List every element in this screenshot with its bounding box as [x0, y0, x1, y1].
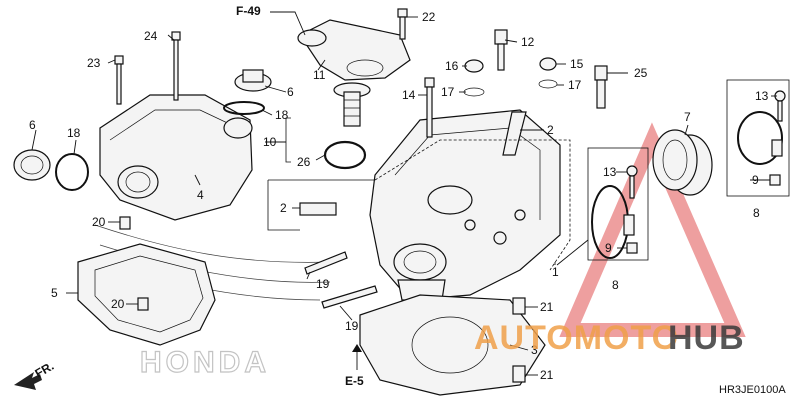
watermark-triangle: [559, 122, 746, 337]
nut-15: [539, 57, 557, 71]
clamp-band-8-right: [737, 111, 783, 165]
callout-18-left: 18: [67, 126, 81, 140]
callout-15: 15: [570, 57, 584, 71]
watermark-text-automoto: AUTOMOTO: [474, 319, 679, 357]
callout-13-right: 13: [755, 89, 769, 103]
dowel-21-upper: [512, 297, 526, 315]
callout-5: 5: [51, 286, 58, 300]
watermark: AUTOMOTO HUB: [474, 319, 745, 357]
front-direction-arrow: [14, 372, 42, 390]
stud-19-lower: [321, 285, 378, 309]
gasket-26: [323, 140, 367, 170]
callout-6-top: 6: [287, 85, 294, 99]
callout-19-upper: 19: [316, 277, 330, 291]
diagram-code: HR3JE0100A: [719, 384, 786, 396]
nut-16: [464, 59, 484, 73]
screw-13-right: [774, 90, 786, 122]
honda-logo-text: HONDA: [140, 346, 270, 379]
callout-2-left: 2: [280, 201, 287, 215]
bracket-10: [285, 117, 291, 163]
callout-11: 11: [313, 68, 326, 82]
pipe-2-top: [502, 111, 527, 156]
ref-e5: E-5: [345, 374, 364, 388]
callout-20-lower: 20: [111, 297, 125, 311]
callout-19-lower: 19: [345, 319, 359, 333]
dowel-20-lower: [137, 297, 149, 311]
screw-13-left: [626, 165, 638, 199]
intake-boot-7: [652, 129, 713, 196]
callout-14: 14: [402, 88, 416, 102]
callout-18-top: 18: [275, 108, 289, 122]
box-8-left: [587, 147, 649, 261]
callout-9-right: 9: [752, 173, 759, 187]
callout-4: 4: [197, 188, 204, 202]
box-8-right: [726, 79, 790, 197]
bolt-14: [424, 77, 435, 138]
washer-17-right: [538, 79, 558, 89]
callout-8-left: 8: [612, 278, 619, 292]
callout-23: 23: [87, 56, 101, 70]
thermostat-10: [333, 82, 371, 127]
nut-9-left: [626, 242, 638, 254]
sensor-12: [494, 29, 508, 71]
callout-12: 12: [521, 35, 535, 49]
thermostat-housing-11: [297, 19, 411, 81]
callout-numbers: 22 12 24 11 16 15 23 25 6 14 17 17 13 7 …: [29, 10, 769, 382]
pipe-2-left: [299, 202, 337, 216]
washer-17-left: [463, 87, 485, 97]
callout-8-right: 8: [753, 206, 760, 220]
callout-20-upper: 20: [92, 215, 106, 229]
spark-plug-25: [594, 65, 608, 109]
head-cover-4: [99, 94, 253, 221]
callout-21-upper: 21: [540, 300, 554, 314]
watermark-text-hub: HUB: [668, 319, 745, 357]
dowel-21-lower: [512, 365, 526, 383]
stud-19-upper: [304, 251, 348, 275]
cap-6-left: [13, 149, 51, 181]
dowel-20-upper: [119, 216, 131, 230]
clamp-band-8-left: [591, 185, 635, 259]
callout-2-top: 2: [547, 123, 554, 137]
o-ring-18-left: [55, 153, 89, 191]
callout-3: 3: [531, 343, 538, 357]
callout-22: 22: [422, 10, 436, 24]
box-1: [267, 179, 375, 231]
gasket-5: [77, 243, 216, 346]
bolt-24: [171, 31, 181, 101]
bolt-22: [397, 8, 408, 40]
callout-9-left: 9: [605, 241, 612, 255]
o-ring-18-top: [223, 101, 265, 115]
nut-9-right: [769, 174, 781, 186]
callout-17-right: 17: [568, 78, 582, 92]
leader-lines: [31, 11, 777, 376]
callout-16: 16: [445, 59, 459, 73]
cylinder-head-1: [369, 109, 561, 301]
callout-13-left: 13: [603, 165, 617, 179]
ref-f49: F-49: [236, 4, 261, 18]
callout-21-lower: 21: [540, 368, 554, 382]
cap-6-top: [234, 69, 272, 92]
callout-17-left: 17: [441, 85, 455, 99]
gasket-3: [359, 294, 546, 396]
callout-26: 26: [297, 155, 311, 169]
callout-1: 1: [552, 265, 559, 279]
callout-10: 10: [263, 135, 277, 149]
dash-box-1: [374, 139, 571, 271]
callout-6-left: 6: [29, 118, 36, 132]
callout-24: 24: [144, 29, 158, 43]
bolt-23: [114, 55, 124, 105]
callout-25: 25: [634, 66, 648, 80]
honda-logo: HONDA: [94, 224, 331, 380]
callout-7: 7: [684, 110, 691, 124]
